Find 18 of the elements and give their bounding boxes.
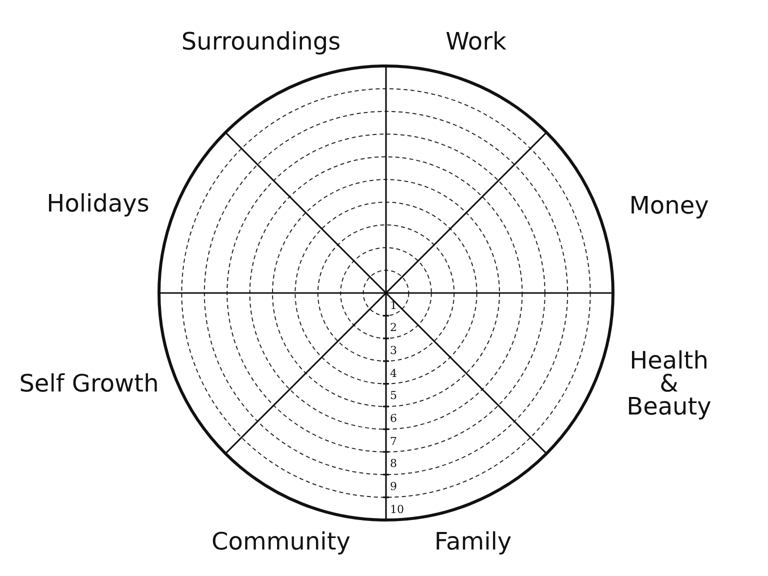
scale-number: 8 [390,458,397,470]
scale-number: 10 [390,504,404,516]
scale-number: 3 [390,344,397,357]
category-label: Community [212,530,350,554]
category-label: Family [434,530,512,554]
scale-number: 6 [390,413,397,425]
scale-number: 4 [390,368,397,380]
category-label: Money [629,194,709,218]
category-label: Self Growth [19,372,159,396]
scale-number: 1 [390,300,397,312]
category-label: Health & Beauty [626,350,712,418]
scale-number: 5 [390,390,397,402]
scale-number: 7 [390,436,397,448]
category-label: Surroundings [181,30,341,54]
scale-number: 2 [390,322,397,334]
category-label: Holidays [46,192,150,216]
category-label: Work [446,30,506,54]
scale-number: 9 [390,481,397,494]
